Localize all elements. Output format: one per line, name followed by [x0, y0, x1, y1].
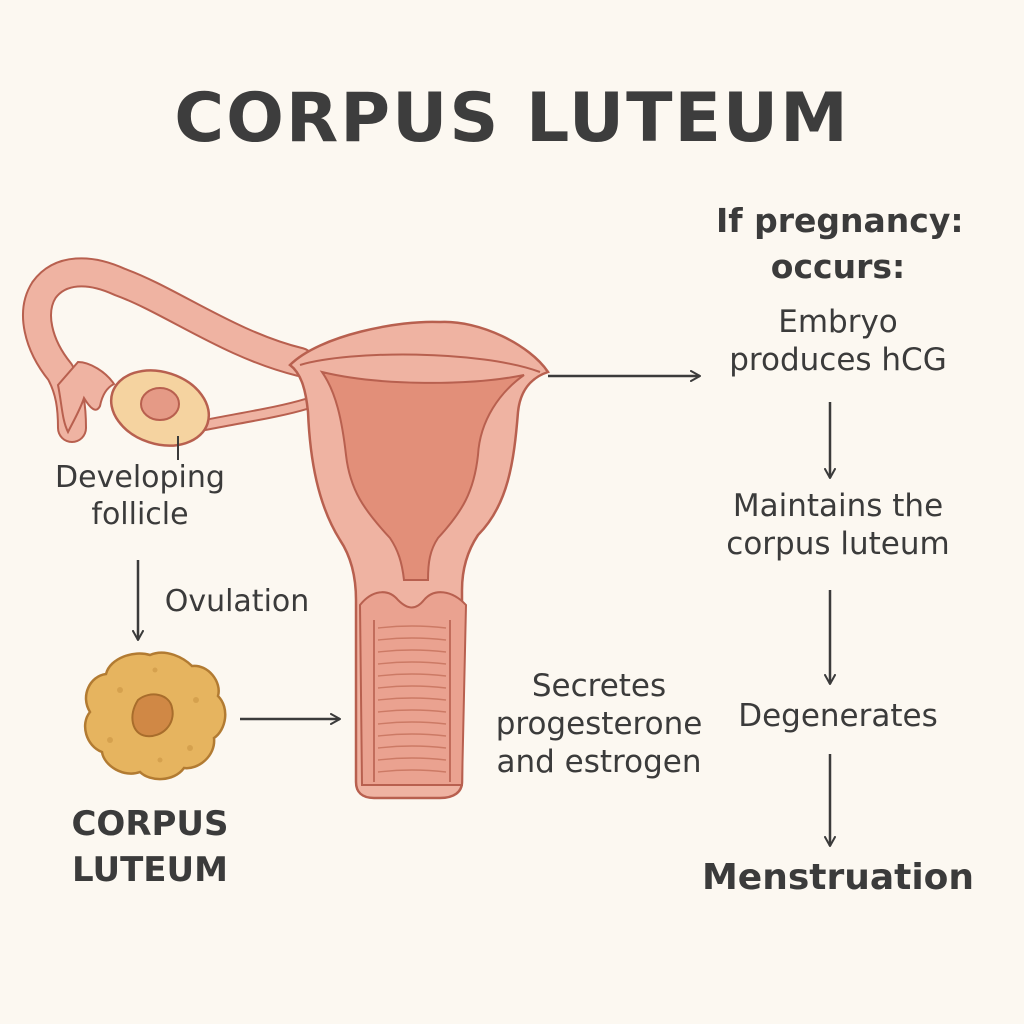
uterus [288, 320, 550, 800]
pregnancy-condition: If pregnancy:occurs: [716, 201, 964, 287]
fallopian-tube [22, 257, 315, 443]
page-title: CORPUS LUTEUM [174, 79, 850, 158]
final-menstruation: Menstruation [701, 857, 975, 898]
step-degenerates: Degenerates [738, 698, 938, 734]
corpus-luteum-structure [83, 651, 227, 781]
label-ovulation: Ovulation [164, 584, 310, 619]
ovary-developing-follicle [109, 369, 211, 447]
